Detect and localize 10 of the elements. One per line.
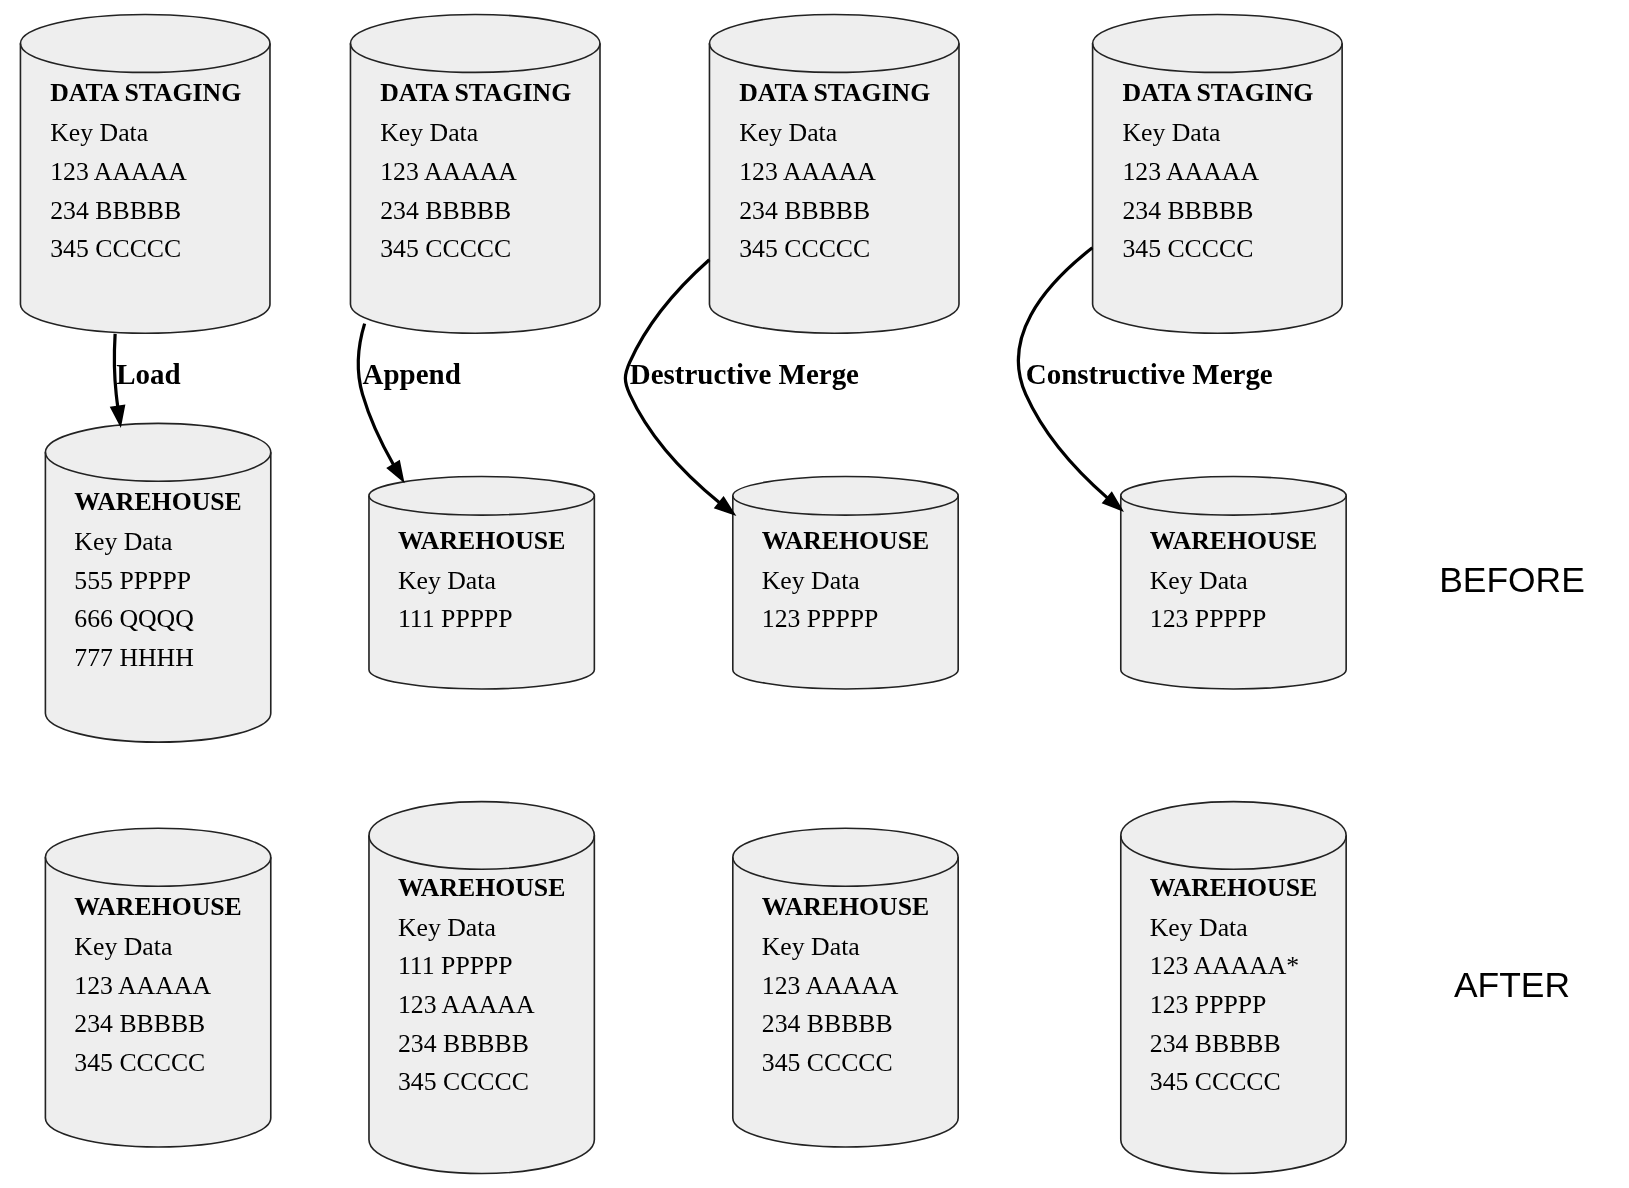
edge-label: Append [362,357,461,390]
arrow [109,333,126,428]
label: AFTER [1453,964,1570,1005]
arrow [356,323,405,484]
arrow [623,258,737,517]
edge-label: Constructive Merge [1025,357,1273,390]
edge-label: Destructive Merge [629,357,859,390]
edge-label: Load [116,357,181,390]
label: BEFORE [1439,559,1585,600]
arrow [1017,246,1124,512]
